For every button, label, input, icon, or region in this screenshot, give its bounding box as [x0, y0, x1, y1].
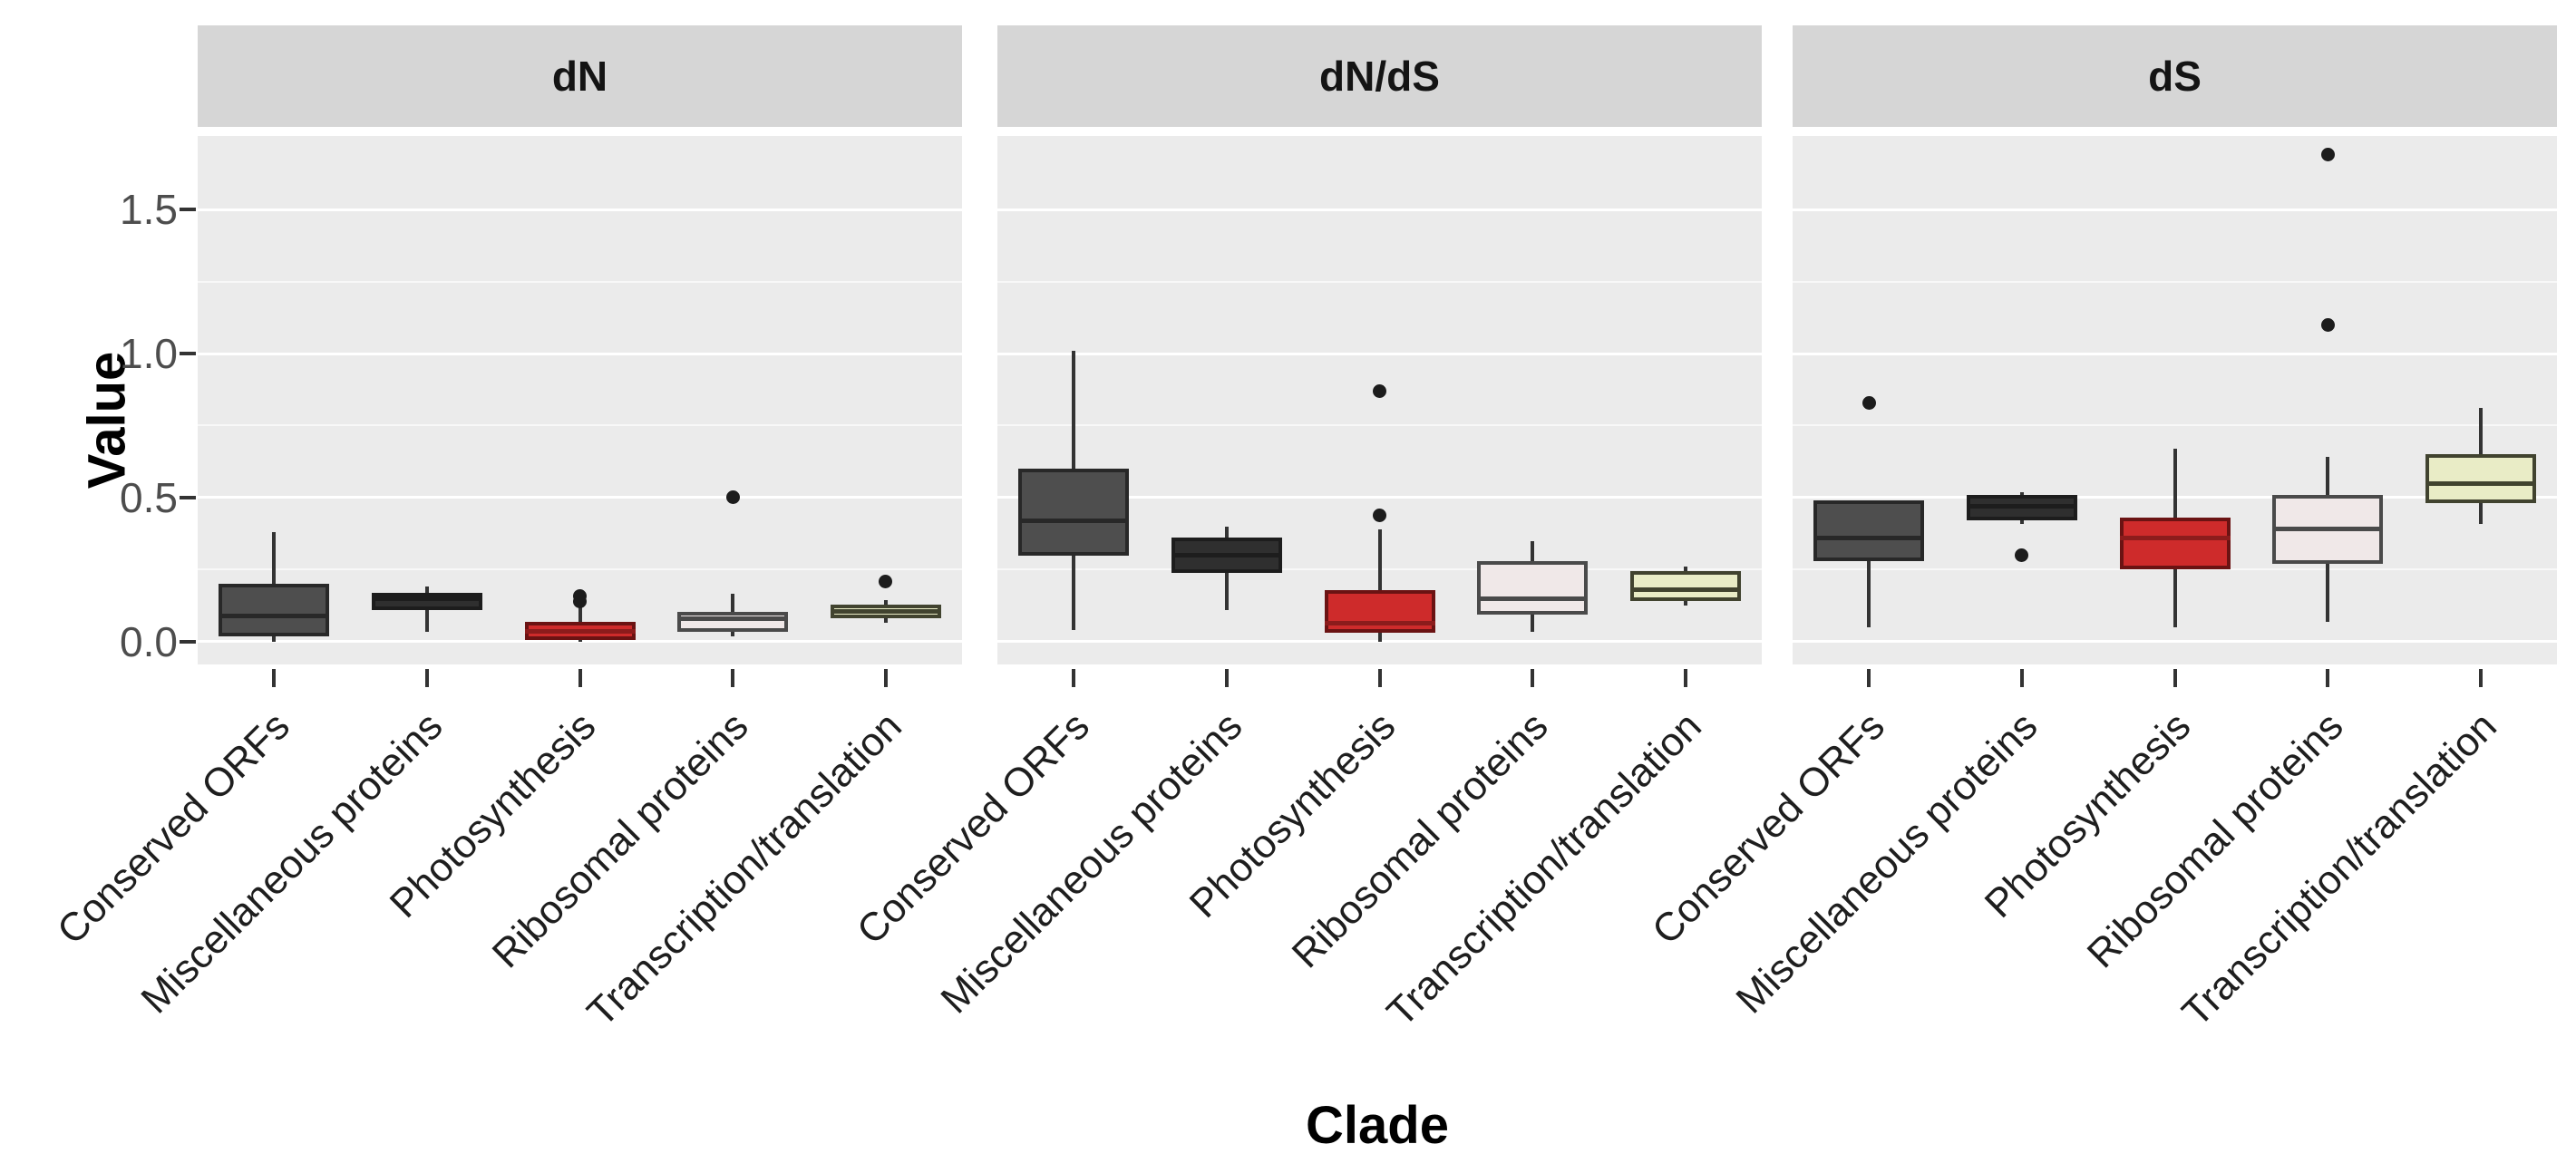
facet-strip-label: dN	[551, 53, 608, 100]
x-tick-label: Transcription/translation	[2173, 703, 2505, 1035]
gridline-major	[997, 208, 1762, 211]
gridline-major	[997, 352, 1762, 355]
box	[2425, 454, 2536, 504]
gridline-minor	[1793, 424, 2557, 427]
outlier-dot	[2320, 148, 2335, 162]
x-tick-mark	[1377, 669, 1382, 687]
median-line	[1477, 596, 1589, 601]
gridline-minor	[1793, 280, 2557, 283]
x-tick-mark	[2478, 669, 2483, 687]
median-line	[1813, 535, 1925, 540]
whisker	[1377, 528, 1382, 642]
outlier-dot	[879, 574, 893, 588]
x-tick-label: Miscellaneous proteins	[132, 703, 452, 1023]
x-tick-mark	[272, 669, 277, 687]
box	[371, 592, 482, 610]
outlier-dot	[1373, 508, 1386, 522]
facet-strip-label: dN/dS	[1319, 53, 1440, 100]
x-tick-mark	[1531, 669, 1535, 687]
gridline-minor	[198, 424, 962, 427]
gridline-minor	[198, 568, 962, 571]
median-line	[1966, 503, 2077, 509]
outlier-dot	[2015, 548, 2029, 563]
outlier-dot	[1373, 383, 1386, 398]
gridline-major	[1793, 640, 2557, 644]
x-tick-label: Transcription/translation	[578, 703, 910, 1035]
x-tick-mark	[883, 669, 888, 687]
gridline-minor	[198, 280, 962, 283]
outlier-dot	[725, 490, 740, 505]
median-line	[1171, 553, 1282, 558]
outlier-dot	[573, 588, 587, 603]
x-tick-mark	[1072, 669, 1076, 687]
x-tick-mark	[424, 669, 429, 687]
x-tick-mark	[1224, 669, 1229, 687]
facet-strip-dn-ds: dN/dS	[997, 25, 1762, 127]
facet-strip-dn: dN	[198, 25, 962, 127]
median-line	[524, 629, 636, 635]
box	[219, 584, 330, 636]
box	[2119, 518, 2231, 570]
gridline-major	[198, 352, 962, 355]
plot-area-dn-ds	[997, 136, 1762, 664]
x-axis-title: Clade	[1306, 1096, 1449, 1155]
x-tick-mark	[2173, 669, 2177, 687]
outlier-dot	[1862, 395, 1876, 410]
y-tick-mark	[180, 495, 196, 499]
y-tick-mark	[180, 352, 196, 355]
x-tick-label: Transcription/translation	[1378, 703, 1710, 1035]
x-tick-label: Ribosomal proteins	[1284, 703, 1558, 977]
x-tick-mark	[578, 669, 582, 687]
plot-area-dn	[198, 136, 962, 664]
median-line	[2425, 480, 2536, 486]
box	[1018, 469, 1130, 556]
box	[1477, 560, 1589, 615]
x-tick-mark	[731, 669, 735, 687]
y-tick-mark	[180, 639, 196, 644]
facet-strip-ds: dS	[1793, 25, 2557, 127]
facet-strip-label: dS	[2148, 53, 2202, 100]
gridline-major	[198, 640, 962, 644]
gridline-minor	[997, 280, 1762, 283]
gridline-major	[1793, 352, 2557, 355]
plot-area-ds	[1793, 136, 2557, 664]
gridline-major	[198, 208, 962, 211]
x-tick-mark	[2326, 669, 2330, 687]
x-tick-label: Ribosomal proteins	[2079, 703, 2353, 977]
y-tick-mark	[180, 208, 196, 212]
median-line	[2272, 527, 2384, 532]
gridline-major	[198, 496, 962, 499]
x-tick-mark	[2019, 669, 2024, 687]
box	[677, 611, 789, 632]
x-tick-mark	[1867, 669, 1871, 687]
y-tick-label: 0.0	[120, 617, 178, 665]
box	[1629, 571, 1741, 602]
median-line	[2119, 535, 2231, 540]
median-line	[830, 609, 941, 614]
median-line	[1324, 620, 1435, 625]
x-tick-label: Miscellaneous proteins	[1727, 703, 2046, 1023]
y-tick-label: 1.0	[120, 330, 178, 377]
x-tick-mark	[1683, 669, 1687, 687]
box	[1324, 589, 1435, 634]
gridline-minor	[997, 424, 1762, 427]
gridline-major	[1793, 208, 2557, 211]
outlier-dot	[2320, 317, 2335, 332]
x-tick-label: Ribosomal proteins	[484, 703, 758, 977]
gridline-major	[997, 496, 1762, 499]
y-tick-label: 1.5	[120, 186, 178, 234]
y-tick-label: 0.5	[120, 473, 178, 521]
x-tick-label: Miscellaneous proteins	[932, 703, 1251, 1023]
median-line	[219, 613, 330, 618]
box	[1813, 500, 1925, 561]
median-line	[677, 616, 789, 621]
gridline-major	[997, 640, 1762, 644]
median-line	[371, 596, 482, 601]
median-line	[1018, 518, 1130, 523]
whisker	[1867, 500, 1871, 627]
median-line	[1629, 587, 1741, 593]
